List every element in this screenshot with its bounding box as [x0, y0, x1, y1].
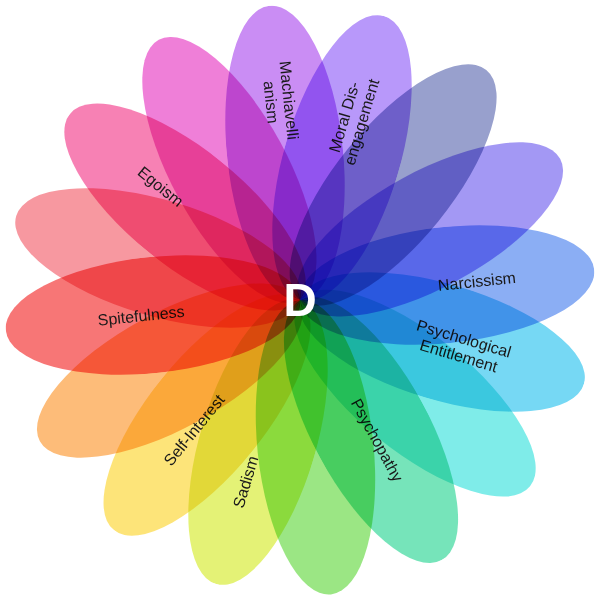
center-letter: D: [284, 277, 317, 323]
